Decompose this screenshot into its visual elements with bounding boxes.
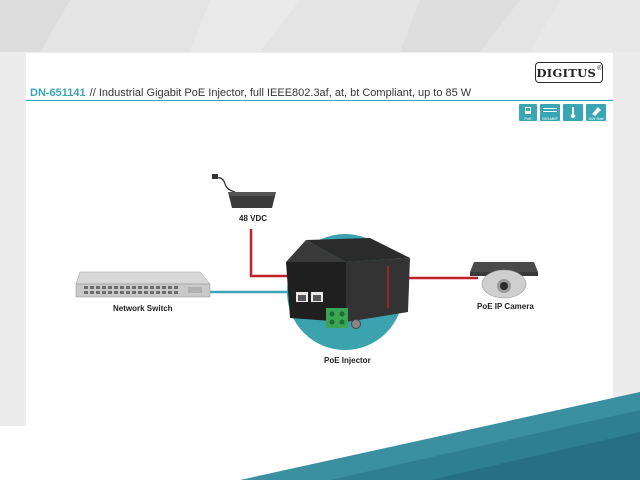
din-rail-glyph [592,107,601,116]
power-cable [249,229,300,278]
ip-camera-icon [470,262,538,299]
product-header: DN-651141// Industrial Gigabit PoE Injec… [30,87,612,101]
poe-icon: PoE [519,104,537,121]
din-rail-icon: DIN Rail [586,104,606,121]
content-card [26,53,613,426]
gigabit-glyph [543,108,557,112]
badge-text: DIN Rail [588,116,604,121]
gigabit-ethernet-icon: GIGABIT [540,104,560,121]
network-switch-label: Network Switch [113,304,173,313]
background-top [0,0,640,52]
registered-mark: ® [597,65,602,72]
ip-camera-label: PoE IP Camera [477,302,534,311]
network-switch-icon [75,271,211,298]
brand-logo: DIGITUS® [535,62,603,83]
temperature-icon [563,104,583,121]
poe-glyph [525,107,531,114]
product-description: // Industrial Gigabit PoE Injector, full… [89,87,472,99]
poe-injector-icon [286,238,410,329]
power-supply-label: 48 VDC [239,214,268,223]
poe-injector-label: PoE Injector [324,356,371,365]
badge-text: GIGABIT [541,116,559,121]
power-adapter-icon [212,174,276,208]
header-divider [26,100,613,101]
badge-text: PoE [524,116,532,121]
brand-logo-text: DIGITUS [536,65,597,80]
thermometer-glyph [570,107,576,119]
product-code: DN-651141 [30,87,86,99]
background-pattern [0,0,640,52]
feature-badges: PoE GIGABIT DIN Rail [519,104,606,121]
